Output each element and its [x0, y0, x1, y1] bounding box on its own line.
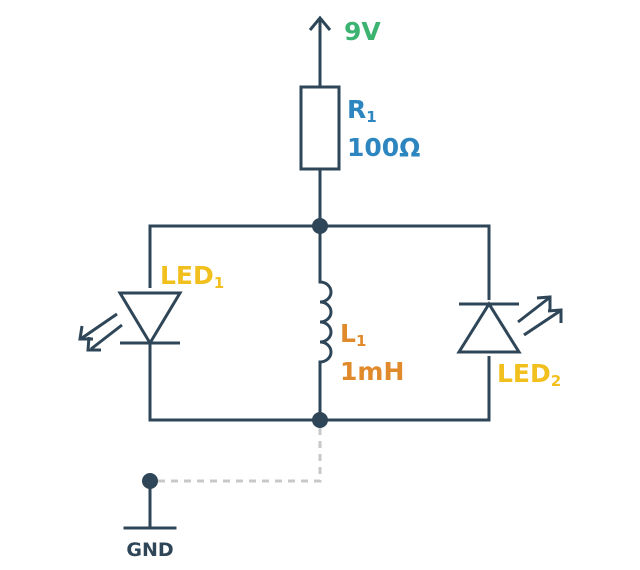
inductor-value: 1mH — [340, 357, 404, 386]
resistor-r1 — [299, 85, 341, 171]
supply-arrow-icon — [308, 15, 332, 31]
led2-diode-icon — [456, 301, 522, 354]
led1-name: LED — [160, 261, 214, 290]
led2-index: 2 — [551, 372, 561, 390]
inductor-label: L1 — [340, 319, 366, 350]
led2-symbol — [456, 295, 563, 356]
ground-label: GND — [126, 539, 173, 561]
led1-diode-icon — [117, 291, 183, 346]
inductor-name: L — [340, 319, 356, 348]
resistor-label: R1 — [347, 95, 377, 126]
resistor-index: 1 — [366, 108, 376, 126]
led1-label: LED1 — [160, 261, 224, 292]
supply-label: 9V — [344, 17, 381, 46]
top-junction-node — [312, 218, 328, 234]
led2-label: LED2 — [497, 359, 561, 390]
led2-name: LED — [497, 359, 551, 388]
ground-dashed-wire — [157, 428, 322, 483]
resistor-value: 100Ω — [347, 133, 420, 162]
resistor-name: R — [347, 95, 366, 124]
bottom-junction-node — [312, 412, 328, 428]
inductor-index: 1 — [356, 332, 366, 350]
led1-emission-arrows-icon — [78, 312, 123, 352]
inductor-l1 — [310, 280, 334, 364]
led1-index: 1 — [214, 274, 224, 292]
led1-symbol — [78, 288, 183, 352]
led2-emission-arrows-icon — [517, 295, 563, 337]
